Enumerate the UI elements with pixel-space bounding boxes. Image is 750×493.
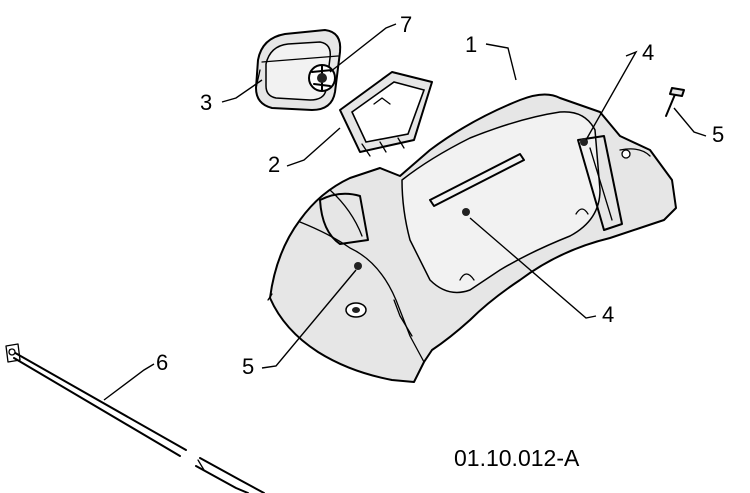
drawing-reference-code: 01.10.012-A: [454, 445, 580, 471]
part-5-screw-right: [665, 87, 685, 117]
part-6-cable: [5, 343, 265, 493]
part-1-hood-cover: [267, 93, 677, 383]
leader-lines: [103, 23, 707, 401]
callout-4-mid: 4: [602, 302, 614, 327]
callout-3: 3: [200, 90, 212, 115]
callout-7: 7: [400, 12, 412, 37]
part-7-bulb-socket: [308, 64, 336, 92]
part-5-screw-left: [354, 262, 362, 270]
callout-5-right: 5: [712, 122, 724, 147]
callout-2: 2: [268, 152, 280, 177]
callout-4-top: 4: [642, 40, 654, 65]
callout-1: 1: [465, 32, 477, 57]
part-2-headlight-frame: [339, 71, 433, 157]
callout-5-left: 5: [242, 354, 254, 379]
callout-6: 6: [156, 350, 168, 375]
